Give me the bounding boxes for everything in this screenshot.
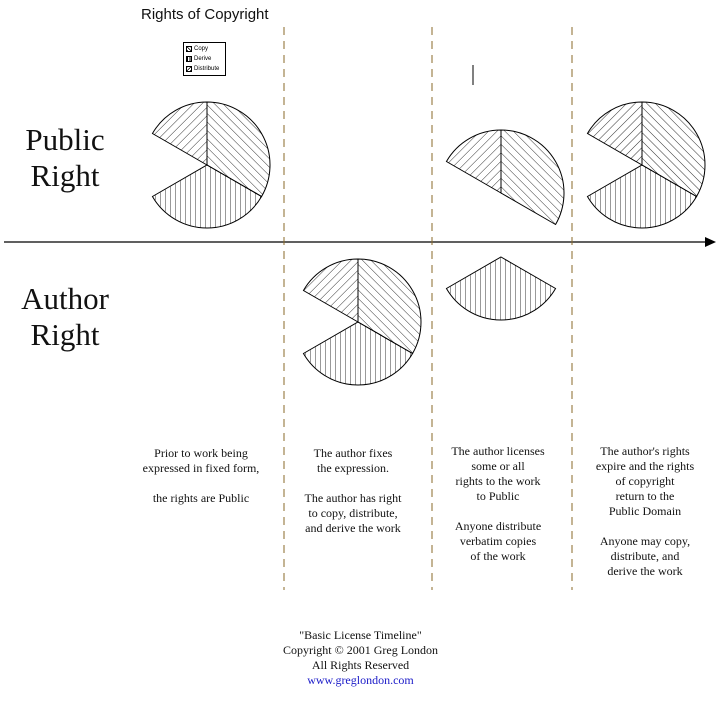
stage-1-public-copy-wedge [151,101,208,166]
stage-3-author-derive-wedge [445,256,557,321]
footer-title: "Basic License Timeline" [299,628,422,642]
legend: Copy Derive Distribute [183,42,226,76]
footer-rights: All Rights Reserved [311,658,410,672]
stage-2-author-copy-wedge [302,258,359,323]
distribute-swatch-icon [186,66,192,72]
footer-website-link[interactable]: www.greglondon.com [307,673,414,687]
stage-2-author-distribute-wedge [357,258,422,355]
stage-3-public-distribute-wedge [500,129,565,226]
stage-4-caption: The author's rights expire and the right… [595,444,695,578]
legend-item-distribute: Distribute [186,64,223,74]
stage-3-caption: The author licenses some or all rights t… [451,444,545,563]
stage-1-public-distribute-wedge [206,101,271,198]
legend-item-copy: Copy [186,44,223,54]
row-label-author-right: Author Right [21,281,109,352]
stage-4-public-copy-wedge [586,101,643,166]
row-label-public-right: Public Right [25,122,105,193]
diagram-title: Rights of Copyright [141,6,269,23]
legend-label-distribute: Distribute [194,66,220,72]
footer-copyright: Copyright © 2001 Greg London [282,643,439,657]
rights-pie-charts [151,101,706,386]
derive-swatch-icon [186,56,192,62]
legend-item-derive: Derive [186,54,223,64]
stage-1-caption: Prior to work being expressed in fixed f… [142,446,260,505]
legend-label-derive: Derive [194,56,212,62]
stage-3-public-copy-wedge [445,129,502,194]
stage-4-public-distribute-wedge [641,101,706,198]
timeline-arrowhead-icon [705,237,716,247]
stage-2-caption: The author fixes the expression. The aut… [304,446,402,535]
footer: "Basic License Timeline" Copyright © 200… [0,628,721,688]
copy-swatch-icon [186,46,192,52]
legend-label-copy: Copy [194,46,209,52]
